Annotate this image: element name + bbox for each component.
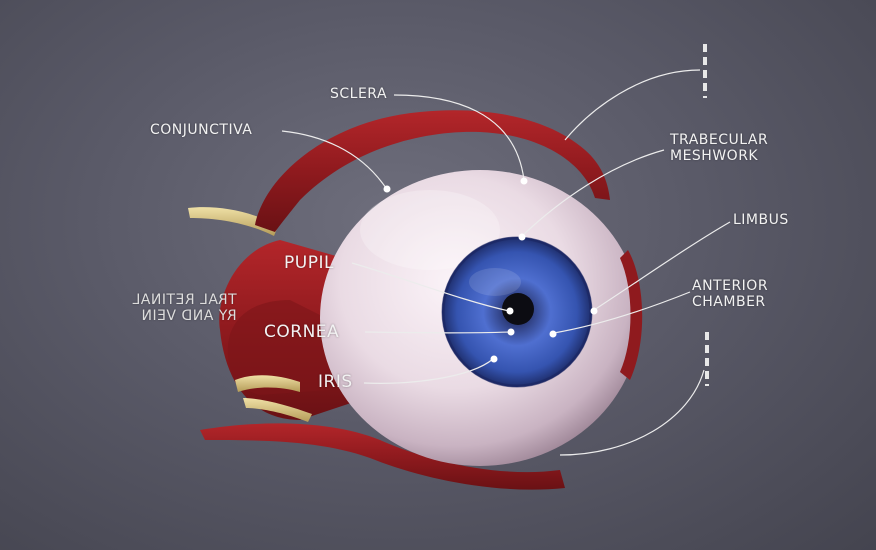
label-conjunctiva: CONJUNCTIVA	[150, 122, 253, 138]
label-trabecular-line2: MESHWORK	[670, 148, 759, 165]
nerve-strands	[188, 207, 312, 422]
label-limbus: LIMBUS	[733, 212, 789, 228]
label-anterior-chamber: ANTERIOR CHAMBER	[692, 278, 768, 310]
label-mirrored-line1: TRAL RETINAL	[132, 292, 237, 308]
label-cornea: CORNEA	[264, 322, 340, 342]
label-anterior-line2: CHAMBER	[692, 294, 766, 311]
lateral-muscle	[620, 250, 643, 380]
sclera-highlight	[360, 190, 500, 270]
label-sclera: SCLERA	[330, 86, 388, 102]
leader-dots	[383, 177, 598, 363]
label-pupil: PUPIL	[284, 253, 334, 273]
superior-muscle	[255, 110, 610, 232]
label-trabecular-line1: TRABECULAR	[670, 132, 769, 148]
label-mirrored-line2: RY AND VEIN	[141, 308, 237, 325]
label-anterior-line1: ANTERIOR	[692, 278, 769, 294]
cornea-highlight	[469, 268, 521, 296]
inferior-muscle	[200, 423, 565, 490]
pupil	[502, 293, 534, 325]
label-iris: IRIS	[318, 372, 353, 392]
leader-lines	[281, 69, 731, 456]
label-mirrored-retinal: TRAL RETINAL RY AND VEIN	[132, 292, 237, 324]
label-trabecular-meshwork: TRABECULAR MESHWORK	[670, 132, 768, 164]
dashed-markers	[703, 44, 709, 386]
